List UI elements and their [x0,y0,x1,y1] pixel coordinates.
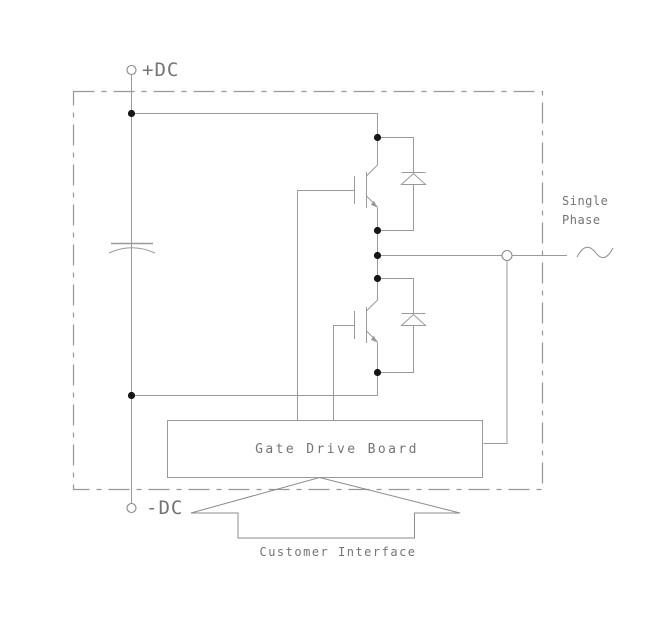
dc-bus-wires [131,113,378,396]
upper-freewheel-diode-symbol [377,137,427,231]
upper-collector-diagonal [366,164,378,177]
single-phase-label-line2: Phase [562,213,601,227]
lower-gate-wire [333,325,355,420]
junction-dots [127,109,382,400]
junction-dot [373,133,382,142]
upper-diode-top-branch [377,137,414,172]
upper-emitter-arrow-icon [370,200,378,208]
dc-minus-terminal-circle [126,502,137,514]
junction-dot [373,274,382,283]
customer-interface-block: Customer Interface [190,476,461,559]
lower-emitter-arrow-icon [370,335,378,343]
dc-minus-terminal: -DC [126,395,183,519]
upper-diode-bottom-branch [377,184,414,231]
dc-plus-terminal: +DC [126,59,179,113]
junction-dot [127,391,136,400]
dc-plus-terminal-circle [126,64,137,76]
upper-igbt-symbol [297,137,378,420]
capacitor-curved-plate [108,247,156,254]
upper-gate-wire [297,190,355,420]
customer-interface-arrow-icon [190,476,461,539]
dc-minus-label: -DC [146,497,183,519]
junction-dot [127,109,136,118]
lower-igbt-symbol [333,299,378,420]
gate-drive-board-block: Gate Drive Board [167,420,483,478]
dc-link-capacitor-symbol [108,242,156,254]
dc-plus-label: +DC [142,59,179,81]
output-terminal-circle [501,249,513,262]
single-phase-label-line1: Single [562,194,608,208]
lower-diode-bottom-branch [377,325,414,373]
lower-diode-top-branch [377,278,414,313]
customer-interface-label: Customer Interface [259,545,416,559]
ac-output: Single Phase [377,194,614,444]
junction-dot [373,226,382,235]
upper-diode-triangle [400,172,427,185]
output-feedback-wire [483,260,508,444]
positive-rail-wire [131,113,378,137]
gate-drive-board-box [167,420,483,478]
ac-sine-wave-icon [576,246,614,258]
gate-drive-board-label: Gate Drive Board [255,442,419,457]
lower-diode-triangle [400,313,427,326]
junction-dot [373,251,382,260]
junction-dot [373,368,382,377]
enclosure-dashed-border [72,90,544,491]
lower-freewheel-diode-symbol [377,278,427,373]
lower-collector-diagonal [366,299,378,312]
